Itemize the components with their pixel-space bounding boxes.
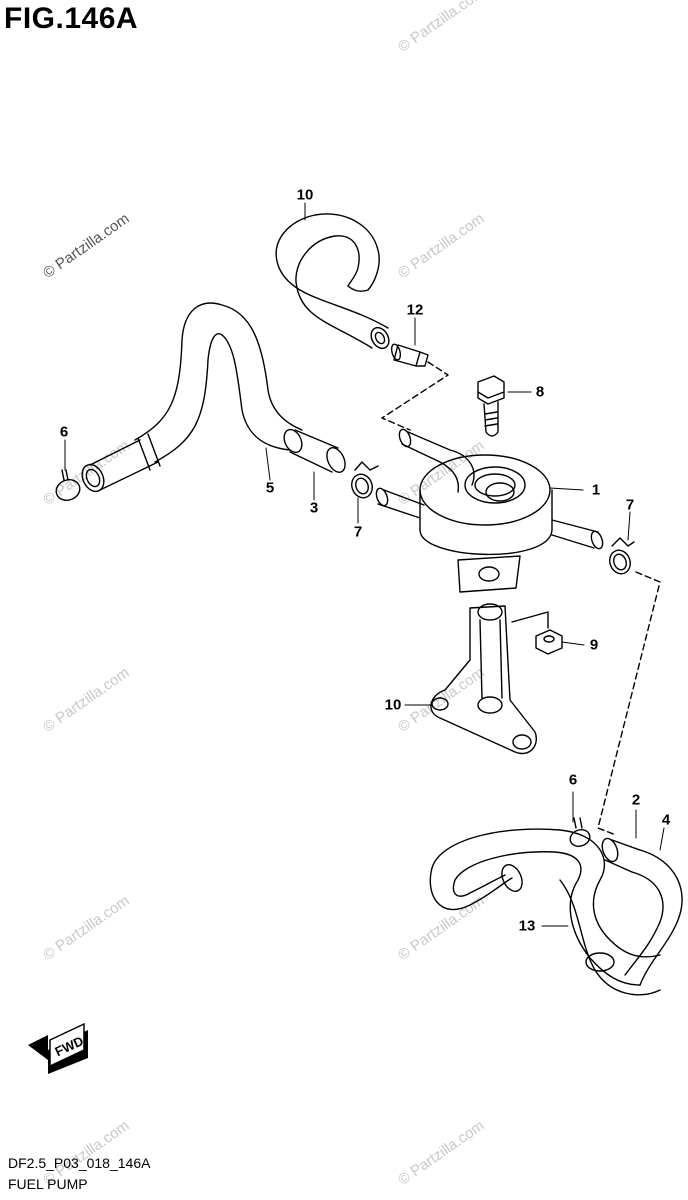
callout-1: 1: [591, 481, 601, 499]
callout-13: 13: [518, 917, 536, 935]
fitting-12-part: [390, 343, 429, 367]
hose-11-part: [275, 213, 390, 350]
callout-11: 10: [296, 186, 314, 204]
hose-4-part: [624, 849, 683, 986]
hose-3-part: [283, 428, 346, 473]
clip-6-part: [569, 817, 591, 847]
hose-13-part: [429, 828, 661, 996]
diagram-name: FUEL PUMP: [8, 1176, 88, 1192]
callout-4: 4: [661, 811, 671, 829]
leader-lines: [64, 202, 665, 927]
hose-5-part: [81, 302, 303, 493]
clamp-7-part: [351, 461, 379, 499]
fwd-arrow-icon: [28, 1022, 88, 1074]
dashed-leader: [381, 361, 449, 431]
hose-2-part: [601, 837, 641, 873]
clip-6-part: [55, 469, 81, 501]
callout-8: 8: [535, 383, 545, 401]
bolt-8-part: [477, 375, 505, 437]
callout-10: 10: [384, 696, 402, 714]
nut-9-part: [535, 629, 563, 655]
fuel-pump-1-part: [375, 428, 604, 593]
callout-2: 2: [631, 791, 641, 809]
callout-7b: 7: [625, 496, 635, 514]
figure-title: FIG.146A: [4, 2, 139, 35]
bracket-10-part: [430, 603, 537, 755]
callout-6a: 6: [59, 423, 69, 441]
dashed-leader: [597, 571, 661, 836]
callout-7a: 7: [353, 523, 363, 541]
callout-6b: 6: [568, 771, 578, 789]
diagram-code: DF2.5_P03_018_146A: [8, 1155, 151, 1171]
callout-3: 3: [309, 499, 319, 517]
callout-5: 5: [265, 479, 275, 497]
dashed-leader: [511, 611, 549, 629]
callout-9: 9: [589, 636, 599, 654]
callout-12: 12: [406, 301, 424, 319]
clamp-7-part: [609, 537, 635, 575]
